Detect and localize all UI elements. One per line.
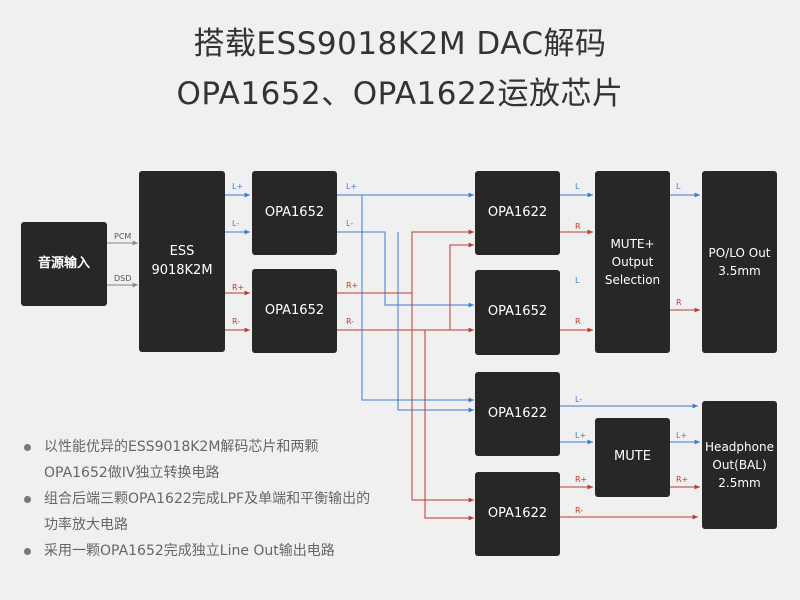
dac-rminus-label: R- <box>232 317 240 326</box>
title-line-1: 搭载ESS9018K2M DAC解码 <box>193 26 607 62</box>
opa1622-3-block: OPA1622 <box>475 372 560 456</box>
opa-rminus-label: R- <box>346 317 354 326</box>
opa1622-1-block: OPA1622 <box>475 171 560 255</box>
mute-output-selection-block: MUTE+ Output Selection <box>595 171 670 353</box>
headphone-out-label: Headphone Out(BAL) 2.5mm <box>705 440 774 490</box>
opa1622-1-label: OPA1622 <box>487 204 548 220</box>
lplus-to-opa1622-3 <box>361 195 474 403</box>
bullet-icon <box>24 496 31 503</box>
hp-lminus-label: L- <box>575 395 582 404</box>
note-text: 组合后端三颗OPA1622完成LPF及单端和平衡输出的功率放大电路 <box>44 491 371 533</box>
rplus-to-opa1622-1 <box>337 229 474 294</box>
rplus-to-opa1622-4 <box>411 293 474 503</box>
opa-lplus-label: L+ <box>346 182 357 191</box>
mute-block: MUTE <box>595 418 670 497</box>
sel-r-label-1: R <box>575 222 581 231</box>
opa1652-right-label: OPA1652 <box>487 304 548 320</box>
note-item: 采用一颗OPA1652完成独立Line Out输出电路 <box>22 538 382 564</box>
opa1622-4-label: OPA1622 <box>487 505 548 521</box>
bullet-icon <box>24 444 31 451</box>
sel-l-label-1: L <box>575 182 580 191</box>
lminus-to-opa1622-3 <box>397 232 474 413</box>
mute-rplus-in-label: R+ <box>575 475 587 484</box>
po-l-label: L <box>676 182 681 191</box>
sel-r-label-2: R <box>575 317 581 326</box>
opa1652-mid-block: OPA1652 <box>252 269 337 353</box>
title-line-2: OPA1652、OPA1622运放芯片 <box>176 76 624 112</box>
headphone-out-block: Headphone Out(BAL) 2.5mm <box>702 401 777 529</box>
hp-rminus-label: R- <box>575 506 583 515</box>
note-item: 以性能优异的ESS9018K2M解码芯片和两颗OPA1652做IV独立转换电路 <box>22 434 382 486</box>
ess-dac-label: ESS 9018K2M <box>151 243 213 278</box>
sel-l-label-2: L <box>575 276 580 285</box>
dac-rplus-label: R+ <box>232 283 244 292</box>
opa-lminus-label: L- <box>346 219 353 228</box>
mute-rplus-out-label: R+ <box>676 475 688 484</box>
audio-input-label: 音源输入 <box>37 255 90 271</box>
opa1652-mid-label: OPA1652 <box>264 302 325 318</box>
mute-lplus-in-label: L+ <box>575 431 586 440</box>
audio-input-block: 音源输入 <box>21 222 107 306</box>
lminus-to-opa1622-1 <box>337 231 474 308</box>
opa1652-top-label: OPA1652 <box>264 204 325 220</box>
mute-lplus-out-label: L+ <box>676 431 687 440</box>
po-lo-out-label: PO/LO Out 3.5mm <box>708 246 771 278</box>
note-text: 以性能优异的ESS9018K2M解码芯片和两颗OPA1652做IV独立转换电路 <box>44 439 319 481</box>
rminus-to-opa1652-upper <box>449 242 474 330</box>
opa1652-top-block: OPA1652 <box>252 171 337 255</box>
opa-rplus-label: R+ <box>346 281 358 290</box>
left-channel-lines <box>225 192 700 445</box>
mute-label: MUTE <box>614 449 651 465</box>
dac-lminus-label: L- <box>232 219 239 228</box>
dac-lplus-label: L+ <box>232 182 243 191</box>
ess-dac-block: ESS 9018K2M <box>139 171 225 352</box>
opa1622-3-label: OPA1622 <box>487 405 548 421</box>
pcm-label: PCM <box>114 232 131 241</box>
right-channel-lines <box>225 229 700 521</box>
mute-output-selection-label: MUTE+ Output Selection <box>604 237 661 287</box>
note-item: 组合后端三颗OPA1622完成LPF及单端和平衡输出的功率放大电路 <box>22 486 382 538</box>
bullet-icon <box>24 548 31 555</box>
note-text: 采用一颗OPA1652完成独立Line Out输出电路 <box>44 543 335 559</box>
po-lo-out-block: PO/LO Out 3.5mm <box>702 171 777 353</box>
opa1622-4-block: OPA1622 <box>475 472 560 556</box>
rminus-to-opa1622-4 <box>424 330 474 521</box>
pcm-dsd-lines <box>107 240 138 288</box>
po-r-label: R <box>676 298 682 307</box>
dsd-label: DSD <box>114 274 131 283</box>
opa1652-right-block: OPA1652 <box>475 270 560 355</box>
feature-notes: 以性能优异的ESS9018K2M解码芯片和两颗OPA1652做IV独立转换电路 … <box>22 434 382 564</box>
